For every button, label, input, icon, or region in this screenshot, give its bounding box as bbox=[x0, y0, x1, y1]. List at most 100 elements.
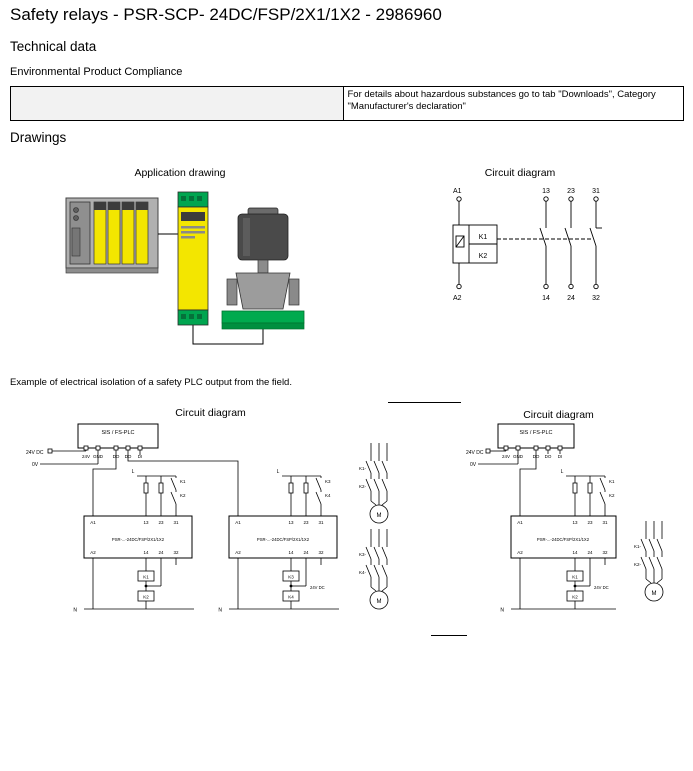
circuit-diagram-2: SIS / FS-PLC 24V GND DO DO DI 24V DC 0V … bbox=[26, 423, 389, 614]
line-l-label: L bbox=[561, 469, 564, 475]
plc-terminal-di: DI bbox=[558, 454, 563, 459]
circuit-diagram-3-title: Circuit diagram bbox=[523, 409, 594, 421]
terminal-24-label: 24 bbox=[567, 295, 575, 302]
env-compliance-table: For details about hazardous substances g… bbox=[10, 86, 684, 121]
plc-terminal-do2: DO bbox=[125, 454, 132, 459]
plc-terminal-gnd: GND bbox=[513, 454, 524, 459]
valve-actuator-assembly bbox=[221, 207, 305, 330]
plc-io-modules bbox=[93, 201, 149, 265]
plc-box-label: SIS / FS-PLC bbox=[519, 430, 552, 436]
psr2-32: 32 bbox=[318, 550, 324, 555]
psr-type-label: PSR-...-24DC/FSP/2X1/1X2 bbox=[537, 537, 590, 542]
psr2-type-label: PSR-...-24DC/FSP/2X1/1X2 bbox=[257, 537, 310, 542]
motor-label: M bbox=[652, 591, 657, 597]
psr1-13: 13 bbox=[143, 520, 149, 525]
relay-coil-circuit bbox=[452, 196, 592, 290]
feedback-k2-label: K2 bbox=[180, 493, 186, 498]
line-l-label-2: L bbox=[277, 469, 280, 475]
terminal-a1-label: A1 bbox=[453, 188, 462, 195]
neutral-n-label: N bbox=[500, 608, 504, 614]
psr2-23: 23 bbox=[303, 520, 309, 525]
wiring bbox=[478, 423, 664, 610]
valve-body bbox=[235, 272, 291, 310]
motor1-k1-contacts: K1- bbox=[359, 466, 367, 471]
plc-terminal-do1: DO bbox=[533, 454, 540, 459]
subsection-env-compliance: Environmental Product Compliance bbox=[10, 66, 183, 78]
psr-14: 14 bbox=[572, 550, 578, 555]
section-drawings: Drawings bbox=[10, 130, 67, 145]
relay-k2-label: K2 bbox=[479, 253, 488, 260]
psr2-13: 13 bbox=[288, 520, 294, 525]
relay-contacts bbox=[539, 196, 602, 290]
safety-relay-module bbox=[177, 191, 209, 326]
contactor-k3-coil: K3 bbox=[288, 575, 294, 580]
psr1-31: 31 bbox=[173, 520, 179, 525]
terminal-a2-label: A2 bbox=[453, 295, 462, 302]
plc-rack bbox=[65, 197, 159, 274]
feedback-k2-label: K2 bbox=[609, 493, 615, 498]
feedback-k3-label: K3 bbox=[325, 479, 331, 484]
application-drawing-title: Application drawing bbox=[134, 167, 226, 179]
figure-edge-line bbox=[431, 635, 467, 636]
relay-k1-label: K1 bbox=[479, 234, 488, 241]
neutral-n-label-2: N bbox=[218, 608, 222, 614]
motor2-k3-contacts: K3- bbox=[359, 552, 367, 557]
psr-24: 24 bbox=[587, 550, 593, 555]
psr1-14: 14 bbox=[143, 550, 149, 555]
psr1-a2: A2 bbox=[90, 550, 96, 555]
env-table-cell-note: For details about hazardous substances g… bbox=[343, 87, 683, 120]
terminal-23-label: 23 bbox=[567, 188, 575, 195]
neutral-n-label-1: N bbox=[73, 608, 77, 614]
wiring bbox=[40, 423, 389, 610]
plc-terminal-di: DI bbox=[138, 454, 143, 459]
psr2-a2: A2 bbox=[235, 550, 241, 555]
feedback-k4-label: K4 bbox=[325, 493, 331, 498]
psr2-24: 24 bbox=[303, 550, 309, 555]
psr1-23: 23 bbox=[158, 520, 164, 525]
coil-supply-24vdc: 24V DC bbox=[310, 585, 325, 590]
plc-terminal-24v: 24V bbox=[502, 454, 510, 459]
env-note-line1: For details about hazardous substances g… bbox=[347, 89, 656, 100]
page-title: Safety relays - PSR-SCP- 24DC/FSP/2X1/1X… bbox=[10, 5, 442, 24]
circuit-diagram-1: A1 A2 K1 K2 13 23 31 14 24 32 bbox=[452, 188, 602, 302]
psr-23: 23 bbox=[587, 520, 593, 525]
motor-k1-contacts: K1- bbox=[634, 544, 642, 549]
motor1-label: M bbox=[377, 513, 382, 519]
motor2-k4-contacts: K4- bbox=[359, 570, 367, 575]
application-drawing bbox=[65, 191, 305, 345]
motor2-label: M bbox=[377, 599, 382, 605]
psr-a2: A2 bbox=[517, 550, 523, 555]
plc-box-label: SIS / FS-PLC bbox=[101, 430, 134, 436]
env-table-cell-empty bbox=[11, 87, 344, 120]
psr-32: 32 bbox=[602, 550, 608, 555]
supply-0v-label: 0V bbox=[32, 462, 39, 468]
terminal-13-label: 13 bbox=[542, 188, 550, 195]
plc-terminal-gnd: GND bbox=[93, 454, 104, 459]
isolation-example-caption: Example of electrical isolation of a saf… bbox=[10, 377, 292, 388]
motor1-k2-contacts: K2- bbox=[359, 484, 367, 489]
contactor-k2-coil: K2 bbox=[143, 595, 149, 600]
plc-terminal-do1: DO bbox=[113, 454, 120, 459]
psr1-24: 24 bbox=[158, 550, 164, 555]
psr1-32: 32 bbox=[173, 550, 179, 555]
section-technical-data: Technical data bbox=[10, 39, 97, 54]
circuit-diagram-2-title: Circuit diagram bbox=[175, 407, 246, 419]
psr-13: 13 bbox=[572, 520, 578, 525]
contactor-k1-coil: K1 bbox=[143, 575, 149, 580]
terminal-32-label: 32 bbox=[592, 295, 600, 302]
env-note-line2: "Manufacturer's declaration" bbox=[347, 101, 466, 113]
psr2-31: 31 bbox=[318, 520, 324, 525]
figure-edge-line bbox=[388, 402, 461, 403]
plc-terminal-do2: DO bbox=[545, 454, 552, 459]
supply-24vdc-label: 24V DC bbox=[26, 450, 44, 456]
feedback-k1-label: K1 bbox=[609, 479, 615, 484]
motor-k2-contacts: K2- bbox=[634, 562, 642, 567]
contactor-k1-coil: K1 bbox=[572, 575, 578, 580]
psr-a1: A1 bbox=[517, 520, 523, 525]
contactor-k2-coil: K2 bbox=[572, 595, 578, 600]
coil-supply-24vdc: 24V DC bbox=[594, 585, 609, 590]
psr-31: 31 bbox=[602, 520, 608, 525]
psr2-14: 14 bbox=[288, 550, 294, 555]
psr1-type-label: PSR-...-24DC/FSP/2X1/1X2 bbox=[112, 537, 165, 542]
